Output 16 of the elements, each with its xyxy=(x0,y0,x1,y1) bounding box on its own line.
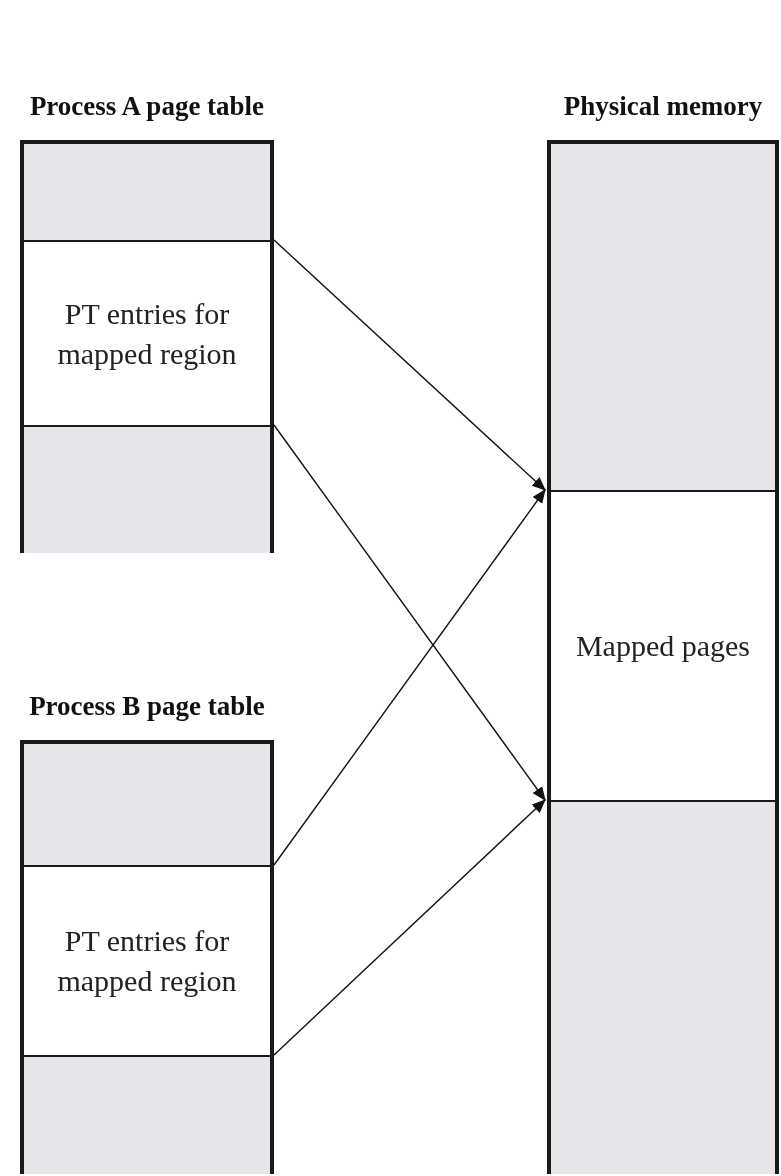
mapping-arrow xyxy=(273,489,546,866)
table-heading: Physical memory xyxy=(562,90,764,123)
table-heading: Process B page table xyxy=(28,690,266,723)
unmapped-section xyxy=(551,144,775,490)
unmapped-section xyxy=(551,800,775,1174)
unmapped-section xyxy=(24,425,270,553)
mapping-arrow xyxy=(273,239,546,491)
mapping-arrow xyxy=(273,424,546,801)
table-heading: Process A page table xyxy=(28,90,266,123)
section-label: PT entries for mapped region xyxy=(56,295,238,372)
unmapped-section xyxy=(24,744,270,865)
mapping-arrow xyxy=(273,799,546,1056)
unmapped-section xyxy=(24,144,270,240)
unmapped-section xyxy=(24,1055,270,1174)
section-label: Mapped pages xyxy=(575,628,751,664)
section-label: PT entries for mapped region xyxy=(56,923,238,999)
